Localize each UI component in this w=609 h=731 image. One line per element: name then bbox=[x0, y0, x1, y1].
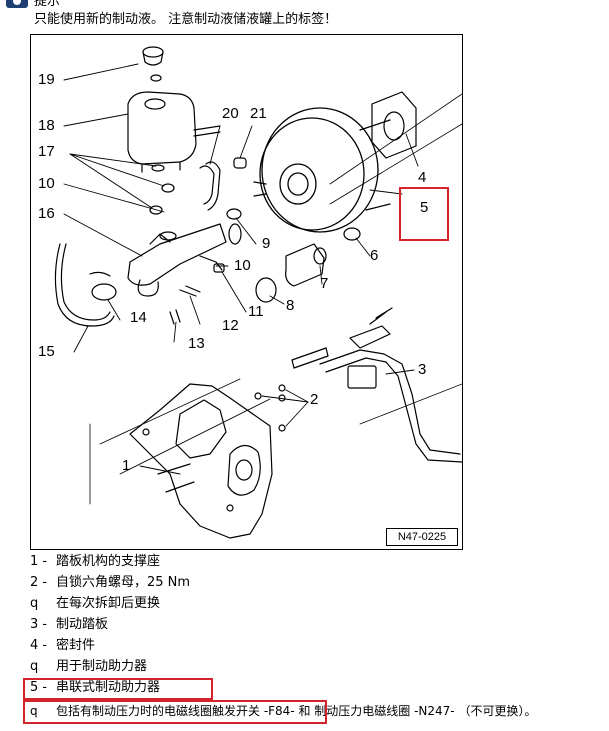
figure-border-bottom bbox=[30, 549, 463, 550]
exploded-diagram: 19 18 20 21 17 10 16 9 10 5 4 6 7 14 8 1… bbox=[30, 34, 463, 550]
callout-18: 18 bbox=[38, 117, 55, 134]
legend-text: 包括有制动压力时的电磁线圈触发开关 -F84- 和 制动压力电磁线圈 -N247… bbox=[56, 704, 537, 718]
callout-1: 1 bbox=[122, 457, 131, 474]
grommets bbox=[149, 164, 175, 215]
callout-20: 20 bbox=[222, 105, 239, 122]
note-divider bbox=[30, 34, 462, 35]
brake-booster bbox=[253, 107, 391, 233]
callout-3: 3 bbox=[418, 361, 427, 378]
reservoir-cap bbox=[142, 46, 164, 82]
callout-14: 14 bbox=[130, 309, 147, 326]
callout-19: 19 bbox=[38, 71, 55, 88]
callout-15: 15 bbox=[38, 343, 55, 360]
legend-num: q bbox=[30, 704, 38, 718]
note-header: 提示 只能使用新的制动液。 注意制动液储液罐上的标签！ bbox=[0, 0, 609, 36]
legend-text: 自锁六角螺母，25 Nm bbox=[56, 575, 191, 590]
hose-and-seal bbox=[199, 157, 247, 211]
legend-num: q bbox=[30, 596, 39, 611]
figure-border-left bbox=[30, 34, 31, 549]
pressure-switches bbox=[169, 255, 225, 325]
callout-4: 4 bbox=[418, 169, 427, 186]
highlight-callout-5 bbox=[399, 187, 449, 241]
legend-text: 用于制动助力器 bbox=[56, 659, 148, 674]
callout-8: 8 bbox=[286, 297, 295, 314]
legend-item: q 在每次拆卸后更换 bbox=[30, 596, 160, 612]
callout-12: 12 bbox=[222, 317, 239, 334]
figure-border-right bbox=[462, 34, 463, 549]
figure-code: N47-0225 bbox=[386, 528, 458, 546]
brake-fluid-reservoir bbox=[127, 91, 221, 173]
callout-21: 21 bbox=[250, 105, 267, 122]
highlight-legend-5-note bbox=[23, 700, 327, 724]
callout-11: 11 bbox=[248, 303, 264, 320]
callout-9: 9 bbox=[262, 235, 271, 252]
callout-10b: 10 bbox=[234, 257, 251, 274]
legend-num: 2 - bbox=[30, 575, 48, 590]
legend-num: 5 - bbox=[30, 680, 48, 695]
legend-num: 4 - bbox=[30, 638, 48, 653]
legend-text: 串联式制动助力器 bbox=[56, 680, 161, 695]
info-icon bbox=[6, 0, 28, 8]
callout-7: 7 bbox=[320, 275, 329, 292]
callout-17: 17 bbox=[38, 143, 55, 160]
parts-drawing bbox=[54, 46, 462, 539]
solenoid-coil bbox=[255, 227, 361, 303]
legend-item: 4 - 密封件 bbox=[30, 638, 95, 654]
highlight-legend-5 bbox=[23, 678, 213, 700]
legend-item: q 用于制动助力器 bbox=[30, 659, 147, 675]
master-cylinder bbox=[127, 223, 242, 297]
note-text: 只能使用新的制动液。 注意制动液储液罐上的标签！ bbox=[34, 12, 338, 27]
note-title: 提示 bbox=[34, 0, 61, 9]
callout-13: 13 bbox=[188, 335, 205, 352]
legend-item: 2 - 自锁六角螺母，25 Nm bbox=[30, 575, 190, 591]
legend-num: 3 - bbox=[30, 617, 48, 632]
legend-num: 1 - bbox=[30, 554, 48, 569]
legend-item: 3 - 制动踏板 bbox=[30, 617, 108, 633]
callout-16: 16 bbox=[38, 205, 55, 222]
pedal-bracket bbox=[129, 383, 273, 539]
self-locking-nuts bbox=[254, 384, 286, 432]
clip-and-hose bbox=[54, 243, 117, 327]
legend-text: 在每次拆卸后更换 bbox=[56, 596, 161, 611]
legend-item: q 包括有制动压力时的电磁线圈触发开关 -F84- 和 制动压力电磁线圈 -N24… bbox=[30, 703, 536, 719]
legend-num: q bbox=[30, 659, 39, 674]
legend-item: 1 - 踏板机构的支撑座 bbox=[30, 554, 160, 570]
callout-10: 10 bbox=[38, 175, 55, 192]
callout-5: 5 bbox=[420, 199, 429, 216]
o-ring bbox=[226, 208, 242, 220]
legend-text: 踏板机构的支撑座 bbox=[56, 554, 161, 569]
legend-item: 5 - 串联式制动助力器 bbox=[30, 680, 160, 696]
brake-pedal bbox=[291, 307, 462, 463]
guide-lines bbox=[89, 93, 462, 505]
leader-lines bbox=[63, 63, 419, 475]
seal-flange bbox=[371, 91, 417, 159]
callout-6: 6 bbox=[370, 247, 379, 264]
callout-2: 2 bbox=[310, 391, 319, 408]
legend-text: 制动踏板 bbox=[56, 617, 109, 632]
legend-text: 密封件 bbox=[56, 638, 96, 653]
